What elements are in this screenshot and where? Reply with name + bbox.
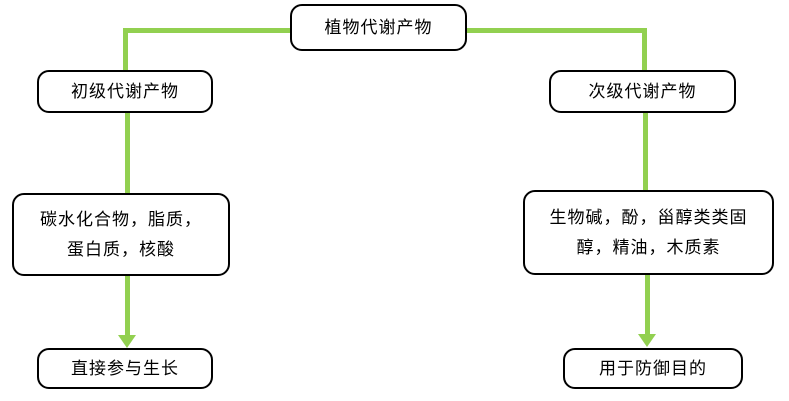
node-label-line2: 醇，精油，木质素 [576, 237, 721, 257]
node-label-line2: 蛋白质，核酸 [67, 239, 175, 259]
edge-components-to-secondary-outcome [645, 274, 650, 336]
edge-root-to-primary-horizontal [123, 28, 291, 33]
node-label: 初级代谢产物 [71, 81, 179, 101]
node-defense-purpose: 用于防御目的 [563, 348, 743, 389]
arrow-down-icon [118, 335, 136, 348]
edge-root-to-primary-vertical [123, 28, 128, 70]
node-growth-purpose: 直接参与生长 [37, 348, 213, 389]
edge-root-to-secondary-horizontal [466, 28, 647, 33]
node-primary-components: 碳水化合物，脂质， 蛋白质，核酸 [12, 193, 230, 276]
edge-primary-to-components [125, 112, 130, 194]
node-label: 直接参与生长 [71, 358, 179, 378]
edge-root-to-secondary-vertical [642, 28, 647, 70]
node-label: 用于防御目的 [599, 358, 707, 378]
node-primary-metabolites: 初级代谢产物 [37, 70, 213, 113]
node-secondary-components: 生物碱，酚，甾醇类类固 醇，精油，木质素 [523, 190, 774, 275]
node-plant-metabolites: 植物代谢产物 [290, 4, 467, 51]
node-label-line1: 碳水化合物，脂质， [40, 209, 202, 229]
node-label: 植物代谢产物 [324, 17, 433, 37]
edge-secondary-to-components [643, 112, 648, 191]
node-label-line1: 生物碱，酚，甾醇类类固 [549, 207, 748, 227]
edge-components-to-primary-outcome [125, 275, 130, 336]
node-label: 次级代谢产物 [588, 81, 697, 101]
arrow-down-icon [638, 334, 656, 347]
node-secondary-metabolites: 次级代谢产物 [549, 70, 736, 113]
